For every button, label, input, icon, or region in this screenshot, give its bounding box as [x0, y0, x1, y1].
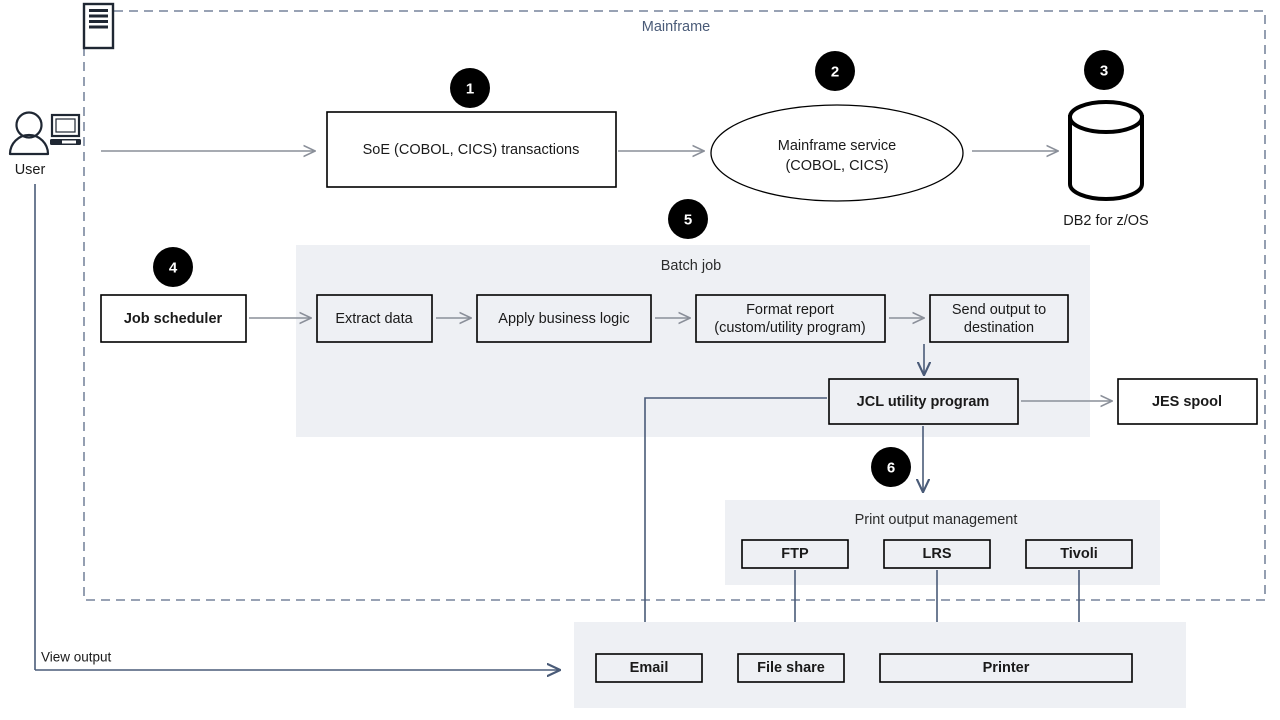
edge-label-view-output: View output	[41, 650, 112, 665]
print-output-management-panel	[725, 500, 1160, 585]
node-jes-spool-label: JES spool	[1152, 394, 1222, 410]
badge-2: 2	[815, 51, 855, 91]
mainframe-zone-label: Mainframe	[642, 19, 711, 35]
batch-step-apply-business-logic[interactable]	[476, 294, 652, 343]
batch-step-apply-business-logic-label: Apply business logic	[498, 311, 629, 327]
badge-5: 5	[668, 199, 708, 239]
node-jcl-utility-program[interactable]	[828, 378, 1019, 425]
node-mainframe-service[interactable]	[710, 104, 964, 202]
mainframe-zone-boundary	[83, 10, 1266, 601]
edge-jcl-to-email	[645, 397, 827, 643]
badge-4-text: 4	[169, 260, 178, 277]
node-db2-label: DB2 for z/OS	[1063, 213, 1148, 229]
node-db2-cylinder[interactable]	[1068, 100, 1144, 201]
badge-5-text: 5	[684, 212, 692, 229]
node-mainframe-service-label-1: Mainframe service	[778, 138, 896, 154]
badge-1: 1	[450, 68, 490, 108]
print-target-ftp-label: FTP	[781, 546, 809, 562]
node-job-scheduler-label: Job scheduler	[124, 311, 223, 327]
node-job-scheduler[interactable]	[100, 294, 247, 343]
batch-step-send-output[interactable]	[929, 294, 1069, 343]
print-target-tivoli[interactable]	[1025, 539, 1133, 569]
destination-email-label: Email	[630, 660, 669, 676]
print-target-lrs[interactable]	[883, 539, 991, 569]
batch-step-format-report-label-1: Format report	[746, 302, 834, 318]
destination-email[interactable]	[595, 653, 703, 683]
print-output-management-title: Print output management	[855, 512, 1018, 528]
badge-4: 4	[153, 247, 193, 287]
mainframe-server-icon	[82, 2, 115, 50]
node-jcl-utility-program-label: JCL utility program	[857, 394, 990, 410]
print-target-tivoli-label: Tivoli	[1060, 546, 1098, 562]
batch-step-extract-data[interactable]	[316, 294, 433, 343]
destination-printer[interactable]	[879, 653, 1133, 683]
node-soe-transactions-label: SoE (COBOL, CICS) transactions	[363, 142, 580, 158]
batch-step-format-report[interactable]	[695, 294, 886, 343]
node-soe-transactions[interactable]	[326, 111, 617, 188]
badge-1-text: 1	[466, 81, 474, 98]
batch-job-title: Batch job	[661, 258, 721, 274]
node-mainframe-service-label-2: (COBOL, CICS)	[785, 158, 888, 174]
destination-file-share[interactable]	[737, 653, 845, 683]
batch-step-extract-data-label: Extract data	[335, 311, 413, 327]
batch-job-panel	[296, 245, 1090, 437]
badge-6-text: 6	[887, 460, 895, 477]
batch-step-format-report-label-2: (custom/utility program)	[714, 320, 865, 336]
print-target-lrs-label: LRS	[923, 546, 952, 562]
destination-printer-label: Printer	[983, 660, 1030, 676]
user-label: User	[15, 162, 46, 178]
badge-2-text: 2	[831, 64, 839, 81]
batch-step-send-output-label-2: destination	[964, 320, 1034, 336]
destination-file-share-label: File share	[757, 660, 825, 676]
badge-3: 3	[1084, 50, 1124, 90]
badge-3-text: 3	[1100, 63, 1108, 80]
node-jes-spool[interactable]	[1117, 378, 1258, 425]
batch-step-send-output-label-1: Send output to	[952, 302, 1046, 318]
print-target-ftp[interactable]	[741, 539, 849, 569]
user-workstation-icon	[8, 111, 81, 156]
badge-6: 6	[871, 447, 911, 487]
